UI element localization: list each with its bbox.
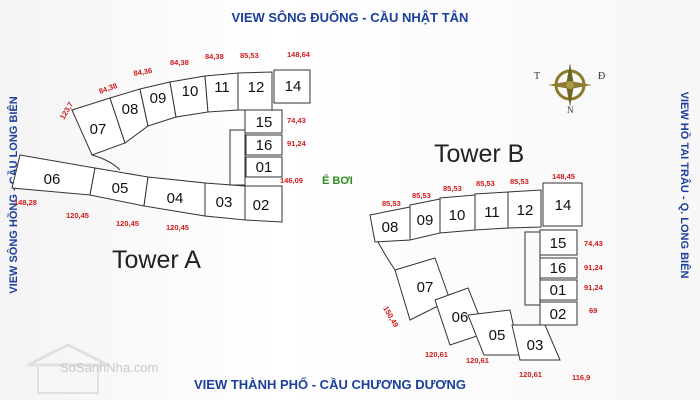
unit-b-03 bbox=[511, 324, 561, 361]
area-b-15: 74,43 bbox=[584, 239, 603, 248]
unit-b-03-label: 03 bbox=[527, 337, 544, 354]
unit-b-10-label: 10 bbox=[449, 207, 466, 224]
view-label-top: VIEW SÔNG ĐUỐNG - CẦU NHẬT TÂN bbox=[231, 10, 469, 25]
unit-a-12-label: 12 bbox=[248, 79, 265, 96]
unit-b-09-label: 09 bbox=[417, 212, 434, 229]
unit-b-15-label: 15 bbox=[550, 235, 567, 252]
area-b-11: 85,53 bbox=[476, 179, 495, 188]
unit-a-14 bbox=[273, 69, 311, 104]
area-b-01: 91,24 bbox=[584, 283, 604, 292]
unit-a-07-label: 07 bbox=[90, 121, 107, 138]
area-a-10: 84,38 bbox=[170, 58, 189, 67]
area-b-08: 85,53 bbox=[382, 199, 401, 208]
tower-a-title: Tower A bbox=[112, 246, 201, 274]
unit-a-06-label: 06 bbox=[44, 171, 61, 188]
area-a-02: 146,09 bbox=[280, 176, 303, 185]
unit-b-01-label: 01 bbox=[550, 282, 567, 299]
unit-b-16-label: 16 bbox=[550, 260, 567, 277]
unit-a-03-label: 03 bbox=[216, 194, 233, 211]
unit-b-02 bbox=[539, 301, 578, 326]
unit-a-01 bbox=[245, 156, 283, 178]
unit-b-02-label: 02 bbox=[550, 306, 567, 323]
unit-b-05-label: 05 bbox=[489, 327, 506, 344]
area-b-09: 85,53 bbox=[412, 191, 431, 200]
area-b-12: 85,53 bbox=[510, 177, 529, 186]
unit-a-05-label: 05 bbox=[112, 180, 129, 197]
area-a-04: 120,45 bbox=[116, 219, 139, 228]
area-a-09: 84,36 bbox=[133, 66, 153, 78]
pool-label: Ể BƠI bbox=[322, 175, 353, 187]
compass-letter-east: Đ bbox=[598, 71, 605, 82]
unit-a-09-label: 09 bbox=[150, 90, 167, 107]
area-b-02: 69 bbox=[589, 306, 597, 315]
area-a-06: 148,28 bbox=[14, 198, 37, 207]
area-a-05: 120,45 bbox=[66, 211, 89, 220]
unit-b-12-label: 12 bbox=[517, 202, 534, 219]
area-a-14: 148,64 bbox=[287, 50, 311, 59]
compass-letter-south: N bbox=[567, 105, 574, 115]
unit-b-08-label: 08 bbox=[382, 219, 399, 236]
unit-b-07-label: 07 bbox=[417, 279, 434, 296]
unit-a-15-label: 15 bbox=[256, 114, 273, 131]
unit-a-16-label: 16 bbox=[256, 137, 273, 154]
compass-rose-icon: T Đ N bbox=[534, 63, 605, 115]
unit-a-02 bbox=[244, 185, 283, 223]
unit-b-14 bbox=[542, 182, 583, 227]
tower-b-title: Tower B bbox=[434, 140, 525, 168]
unit-a-15 bbox=[244, 109, 283, 134]
area-b-10: 85,53 bbox=[443, 184, 462, 193]
unit-a-02-label: 02 bbox=[253, 197, 270, 214]
area-a-03: 120,45 bbox=[166, 223, 189, 232]
area-a-16: 91,24 bbox=[287, 139, 307, 148]
area-a-12: 85,53 bbox=[240, 51, 259, 60]
area-b-07: 150,49 bbox=[381, 305, 400, 329]
area-b-05: 120,61 bbox=[466, 356, 489, 365]
area-b-14: 148,45 bbox=[552, 172, 575, 181]
unit-b-06-label: 06 bbox=[452, 309, 469, 326]
area-a-15: 74,43 bbox=[287, 116, 306, 125]
area-b-corner: 116,9 bbox=[572, 373, 590, 382]
area-b-03: 120,61 bbox=[519, 370, 542, 379]
unit-b-11-label: 11 bbox=[484, 204, 500, 221]
area-b-06: 120,61 bbox=[425, 350, 448, 359]
house-watermark-icon bbox=[27, 343, 109, 394]
unit-a-08-label: 08 bbox=[122, 101, 139, 118]
area-a-11: 84,38 bbox=[205, 52, 224, 61]
unit-a-01-label: 01 bbox=[256, 159, 273, 176]
unit-a-11-label: 11 bbox=[214, 79, 230, 96]
unit-a-14-label: 14 bbox=[285, 78, 302, 95]
compass-letter-west: T bbox=[534, 71, 540, 82]
area-a-08: 84,38 bbox=[98, 81, 119, 96]
unit-a-04-label: 04 bbox=[167, 190, 184, 207]
watermark-text: SoSanhNha.com bbox=[60, 360, 159, 375]
area-b-16: 91,24 bbox=[584, 263, 604, 272]
unit-b-12 bbox=[507, 189, 542, 229]
unit-b-14-label: 14 bbox=[555, 197, 572, 214]
view-label-bottom: VIEW THÀNH PHỐ - CẦU CHƯƠNG DƯƠNG bbox=[194, 377, 466, 392]
unit-a-10-label: 10 bbox=[182, 83, 199, 100]
unit-a-16 bbox=[245, 134, 283, 156]
